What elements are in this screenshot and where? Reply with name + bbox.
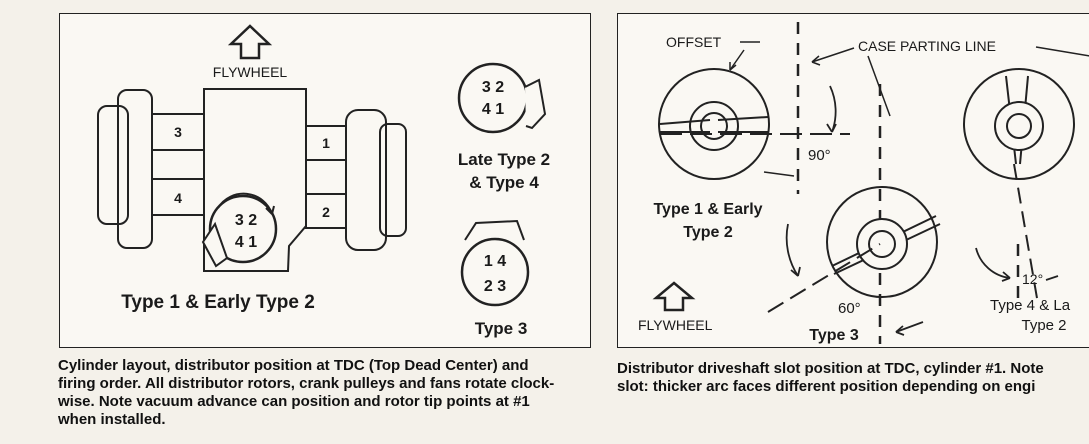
caption-left-line4: when installed. [58, 411, 166, 428]
driveshaft-slot-panel: OFFSET CASE PARTING LINE 90° Type 1 & Ea… [617, 13, 1089, 348]
late-type2-label-line2: & Type 4 [469, 173, 539, 192]
flywheel-arrow-icon-right [652, 281, 696, 312]
main-distributor-row1: 3 2 [235, 212, 257, 229]
flywheel-label-right: FLYWHEEL [638, 317, 713, 333]
caption-right-line1: Distributor driveshaft slot position at … [617, 360, 1044, 377]
type4-late-line1: Type 4 & La [990, 297, 1071, 314]
caption-right-line2: slot: thicker arc faces different positi… [617, 378, 1036, 395]
cylinder-1-label: 1 [322, 135, 330, 151]
case-parting-leader-right [1035, 46, 1089, 57]
type1-small-arrow [763, 171, 795, 177]
cylinder-4-label: 4 [174, 190, 182, 206]
type4-late-line2: Type 2 [1021, 317, 1066, 334]
type3-angle-line [767, 243, 881, 313]
rotation-arrow-icon [217, 192, 273, 215]
caption-left-line2: firing order. All distributor rotors, cr… [58, 375, 555, 392]
right-crank-pulley [345, 109, 407, 251]
type1-early-line1: Type 1 & Early [653, 201, 762, 218]
type1-early-type2-title: Type 1 & Early Type 2 [121, 292, 315, 313]
offset-label: OFFSET [666, 34, 722, 50]
type3-rotation-arrow [785, 223, 799, 277]
type3-slot-label: Type 3 [809, 327, 859, 344]
late-distributor-row1: 3 2 [482, 79, 504, 96]
type3-label: Type 3 [475, 319, 528, 338]
type4-rotation-arrow [975, 247, 1011, 279]
offset-leader [729, 41, 760, 71]
late-distributor-circle [457, 62, 529, 134]
type3-small-arrow [895, 321, 924, 333]
late-vacuum-advance-shape [524, 78, 547, 130]
caption-cylinder-layout: Cylinder layout, distributor position at… [58, 357, 598, 429]
vacuum-advance-shape [201, 221, 229, 268]
cylinder-2-label: 2 [322, 204, 330, 220]
case-parting-line-label: CASE PARTING LINE [858, 38, 996, 54]
main-distributor-row2: 4 1 [235, 234, 257, 251]
type3-vacuum-advance-shape [464, 219, 525, 241]
angle-60-label: 60° [838, 300, 861, 317]
caption-left-line3: wise. Note vacuum advance can position a… [58, 393, 530, 410]
type3-disc [826, 186, 938, 298]
case-parting-leader-left [811, 47, 855, 63]
driveshaft-slot-diagram: OFFSET CASE PARTING LINE 90° Type 1 & Ea… [638, 22, 1089, 344]
cylinder-layout-diagram: FLYWHEEL 3 4 1 2 [97, 24, 550, 338]
caption-left-line1: Cylinder layout, distributor position at… [58, 357, 529, 374]
type1-disc [658, 68, 770, 180]
caption-driveshaft-slot: Distributor driveshaft slot position at … [617, 360, 1089, 396]
angle-90-label: 90° [808, 147, 831, 164]
cylinder-3-label: 3 [174, 124, 182, 140]
late-distributor-row2: 4 1 [482, 101, 504, 118]
type3-distributor-row1: 1 4 [484, 253, 506, 270]
flywheel-label: FLYWHEEL [213, 64, 288, 80]
type3-distributor-circle [460, 237, 530, 307]
main-distributor-circle [208, 194, 278, 264]
angle-12-label: 12° [1022, 271, 1043, 287]
cylinder-layout-panel: FLYWHEEL 3 4 1 2 [59, 13, 591, 348]
left-crank-pulley [97, 89, 153, 249]
late-type2-label-line1: Late Type 2 [458, 150, 550, 169]
crankcase-body [203, 88, 307, 272]
type1-early-line2: Type 2 [683, 224, 733, 241]
type3-distributor-row2: 2 3 [484, 278, 506, 295]
type4-disc [963, 68, 1075, 180]
flywheel-arrow-icon [227, 24, 273, 60]
